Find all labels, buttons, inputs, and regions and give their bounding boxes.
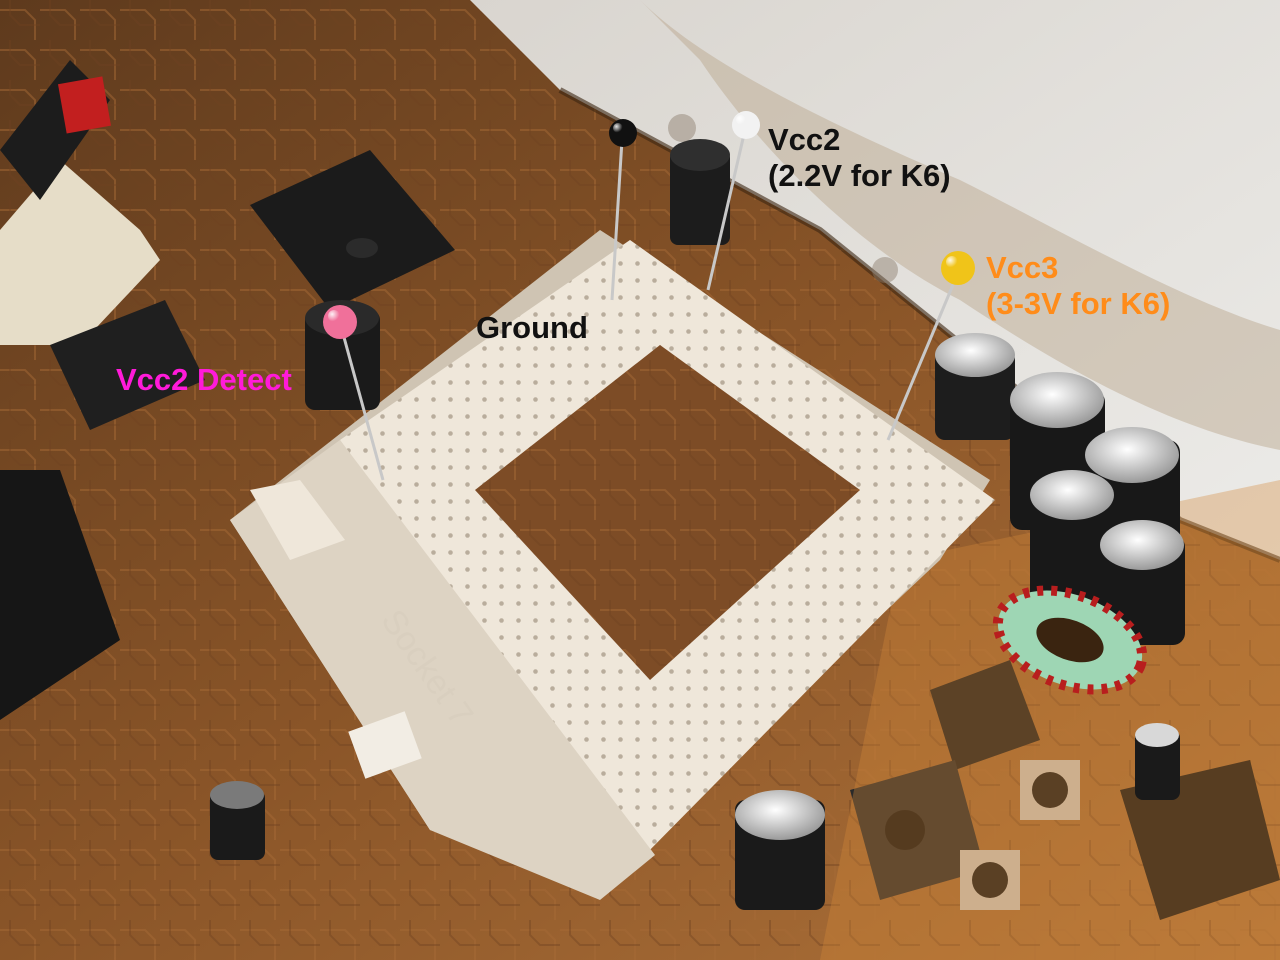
- vcc2-detect-label: Vcc2 Detect: [116, 362, 292, 398]
- vcc2-pin-needle: [706, 129, 747, 291]
- chip-upper: [250, 150, 455, 310]
- vcc2-pin-head: [732, 111, 760, 139]
- capacitors: [210, 139, 1185, 910]
- ground-pin-needle: [610, 139, 624, 301]
- vcc3-pin-needle: [886, 279, 957, 441]
- vcc2-label: Vcc2 (2.2V for K6): [768, 122, 951, 194]
- vcc3-pin-head: [941, 251, 975, 285]
- ground-pin-head: [609, 119, 637, 147]
- vcc2-label-line1: Vcc2: [768, 122, 841, 157]
- chip-left: [50, 300, 205, 430]
- socket-7: Socket 7: [230, 230, 995, 900]
- vcc2-detect-pin-needle: [340, 329, 385, 481]
- inductor-coil: [992, 585, 1148, 695]
- vcc2-detect-label-text: Vcc2 Detect: [116, 362, 292, 397]
- vcc2-label-line2: (2.2V for K6): [768, 158, 951, 193]
- white-connector: [0, 160, 160, 345]
- ground-label-text: Ground: [476, 310, 588, 345]
- vcc3-label-line1: Vcc3: [986, 250, 1059, 285]
- chip-dark-left: [0, 470, 120, 720]
- vcc3-label-line2: (3-3V for K6): [986, 286, 1171, 321]
- vcc2-detect-pin-head: [323, 305, 357, 339]
- ground-label: Ground: [476, 310, 588, 346]
- red-jumper: [57, 76, 111, 134]
- vcc3-label: Vcc3 (3-3V for K6): [986, 250, 1170, 322]
